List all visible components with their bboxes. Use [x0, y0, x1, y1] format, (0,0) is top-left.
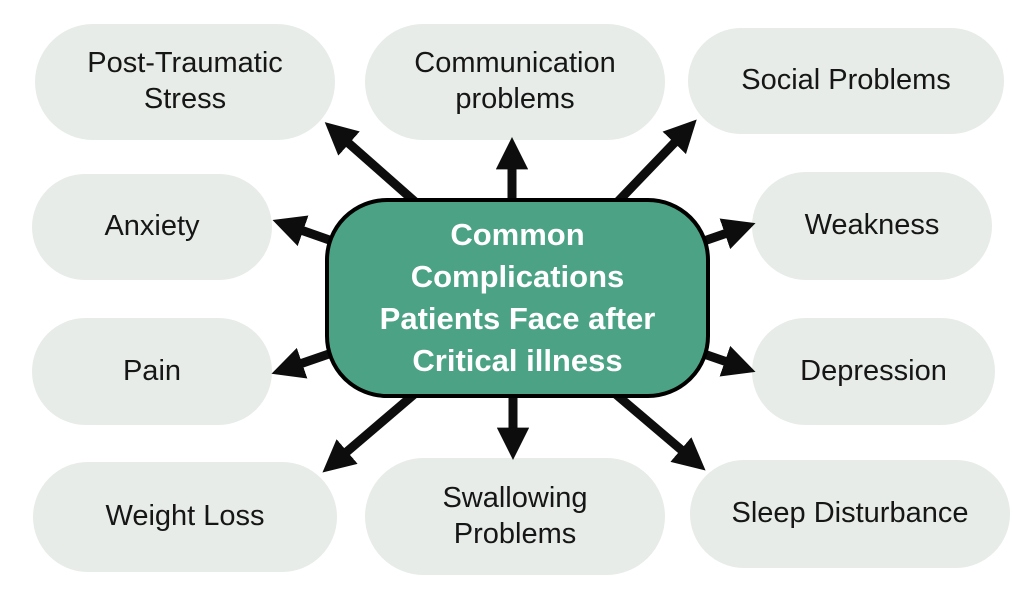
node-label-swallowing-problems: Swallowing Problems [442, 481, 588, 550]
node-post-traumatic-stress: Post-Traumatic Stress [35, 24, 335, 140]
node-label-weight-loss: Weight Loss [105, 500, 265, 533]
node-depression: Depression [752, 318, 995, 425]
node-label-post-traumatic-stress: Post-Traumatic Stress [87, 47, 283, 115]
center-concept-box: Common Complications Patients Face after… [325, 198, 710, 398]
node-social-problems: Social Problems [688, 28, 1004, 134]
node-sleep-disturbance: Sleep Disturbance [690, 460, 1010, 568]
node-anxiety: Anxiety [32, 174, 272, 280]
node-label-sleep-disturbance: Sleep Disturbance [731, 497, 969, 530]
node-label-pain: Pain [122, 354, 182, 387]
node-weight-loss: Weight Loss [33, 462, 337, 572]
node-label-weakness: Weakness [804, 209, 940, 242]
node-label-anxiety: Anxiety [104, 210, 200, 243]
node-label-depression: Depression [800, 354, 947, 387]
center-line-2: Complications [410, 258, 625, 294]
center-line-1: Common [450, 216, 585, 252]
node-label-social-problems: Social Problems [741, 64, 951, 97]
center-line-3: Patients Face after [379, 301, 656, 336]
center-line-4: Critical illness [412, 343, 623, 379]
node-pain: Pain [32, 318, 272, 425]
node-swallowing-problems: Swallowing Problems [365, 458, 665, 575]
node-communication-problems: Communication problems [365, 24, 665, 140]
node-weakness: Weakness [752, 172, 992, 280]
node-label-communication-problems: Communication problems [414, 47, 616, 115]
